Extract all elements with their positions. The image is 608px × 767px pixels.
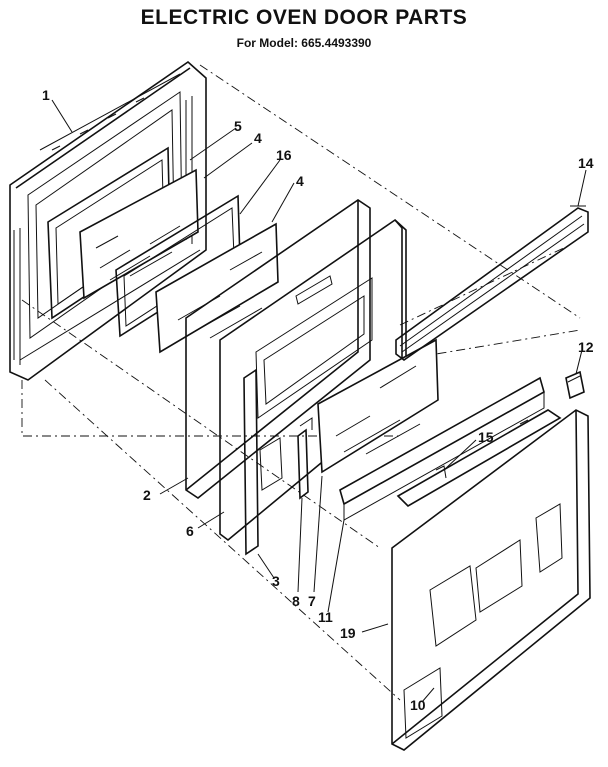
- inner-glass-upper: [79, 168, 199, 300]
- callout-2: 2: [143, 487, 151, 503]
- callout-8: 8: [292, 593, 300, 609]
- door-handle-trim: [395, 205, 589, 361]
- callout-10: 10: [410, 697, 426, 713]
- callout-4-middle: 4: [296, 173, 304, 189]
- vent-tray: [339, 376, 545, 521]
- vent-deflector: [396, 409, 562, 508]
- callout-5: 5: [234, 118, 242, 134]
- page-title: ELECTRIC OVEN DOOR PARTS: [140, 6, 468, 29]
- leader-lines: [51, 99, 587, 703]
- callout-6: 6: [186, 523, 194, 539]
- hinge-clip: [565, 370, 585, 400]
- callout-15: 15: [478, 429, 494, 445]
- model-subtitle: For Model: 665.4493390: [236, 36, 372, 50]
- callout-3: 3: [272, 573, 280, 589]
- callout-7: 7: [308, 593, 316, 609]
- door-insulation: [185, 199, 371, 499]
- callout-12: 12: [578, 339, 594, 355]
- outer-door-panel: [391, 409, 591, 751]
- glass-bracket: [297, 417, 313, 500]
- callout-14: 14: [578, 155, 594, 171]
- callout-11: 11: [318, 609, 333, 625]
- outer-window-glass: [317, 338, 439, 474]
- callout-1: 1: [42, 87, 50, 103]
- callout-16: 16: [276, 147, 292, 163]
- assembly-guides: [21, 64, 581, 701]
- callout-4-upper: 4: [254, 130, 262, 146]
- callout-19: 19: [340, 625, 356, 641]
